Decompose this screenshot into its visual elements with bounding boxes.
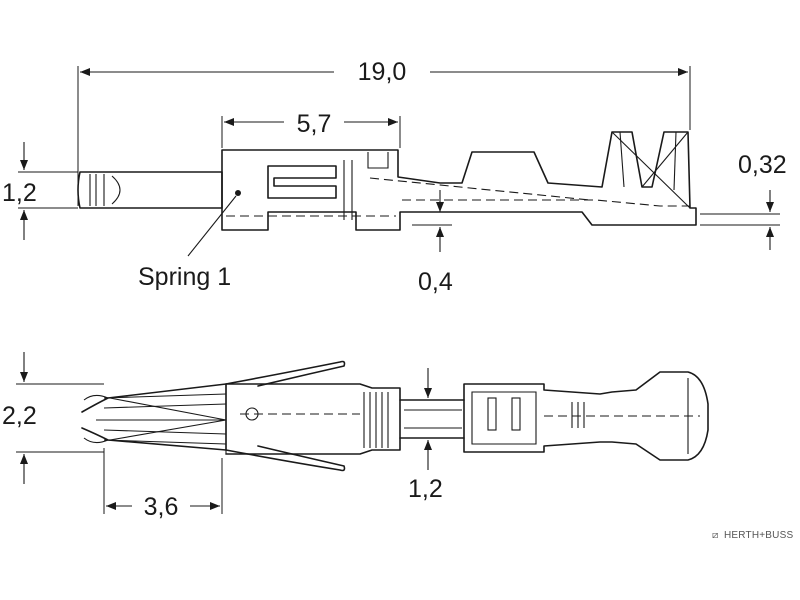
herth-buss-logo: ⧄ <box>712 530 719 541</box>
dim-top-spring-width-value: 2,2 <box>2 402 37 430</box>
spring-leader-line <box>187 195 237 257</box>
dim-base-offset-value: 0,4 <box>418 268 453 296</box>
dim-overall-length-value: 19,0 <box>358 58 407 86</box>
spring-marker-dot <box>235 190 241 196</box>
dim-spring-section: 5,7 <box>221 110 401 148</box>
dim-top-spring-length: 3,6 <box>103 448 223 521</box>
dim-sheet-thickness: 0,32 <box>700 151 787 250</box>
spring-housing <box>221 131 697 231</box>
spring-fingers <box>81 360 346 472</box>
dim-sheet-thickness-value: 0,32 <box>738 151 787 179</box>
dim-side-pin-height: 1,2 <box>2 142 78 240</box>
dim-top-spring-length-value: 3,6 <box>144 493 179 521</box>
dim-spring-section-value: 5,7 <box>297 110 332 138</box>
side-view: Spring 1 19,0 5,7 1,2 <box>2 58 787 296</box>
dim-top-spring-width: 2,2 <box>2 352 104 484</box>
crimp-section <box>463 371 709 461</box>
neck <box>399 399 465 439</box>
dim-top-neck-width: 1,2 <box>408 368 443 503</box>
pin-tip <box>77 171 223 209</box>
barrel <box>225 383 401 455</box>
dim-base-offset: 0,4 <box>412 190 453 296</box>
watermark: ⧄ HERTH+BUSS <box>712 530 793 541</box>
watermark-text: HERTH+BUSS <box>724 530 793 541</box>
top-view: 2,2 3,6 1,2 <box>2 352 709 521</box>
spring-label: Spring 1 <box>138 263 231 291</box>
dim-side-pin-height-value: 1,2 <box>2 179 37 207</box>
hidden-lines <box>226 177 690 217</box>
dim-top-neck-width-value: 1,2 <box>408 475 443 503</box>
dim-overall-length: 19,0 <box>77 58 691 206</box>
